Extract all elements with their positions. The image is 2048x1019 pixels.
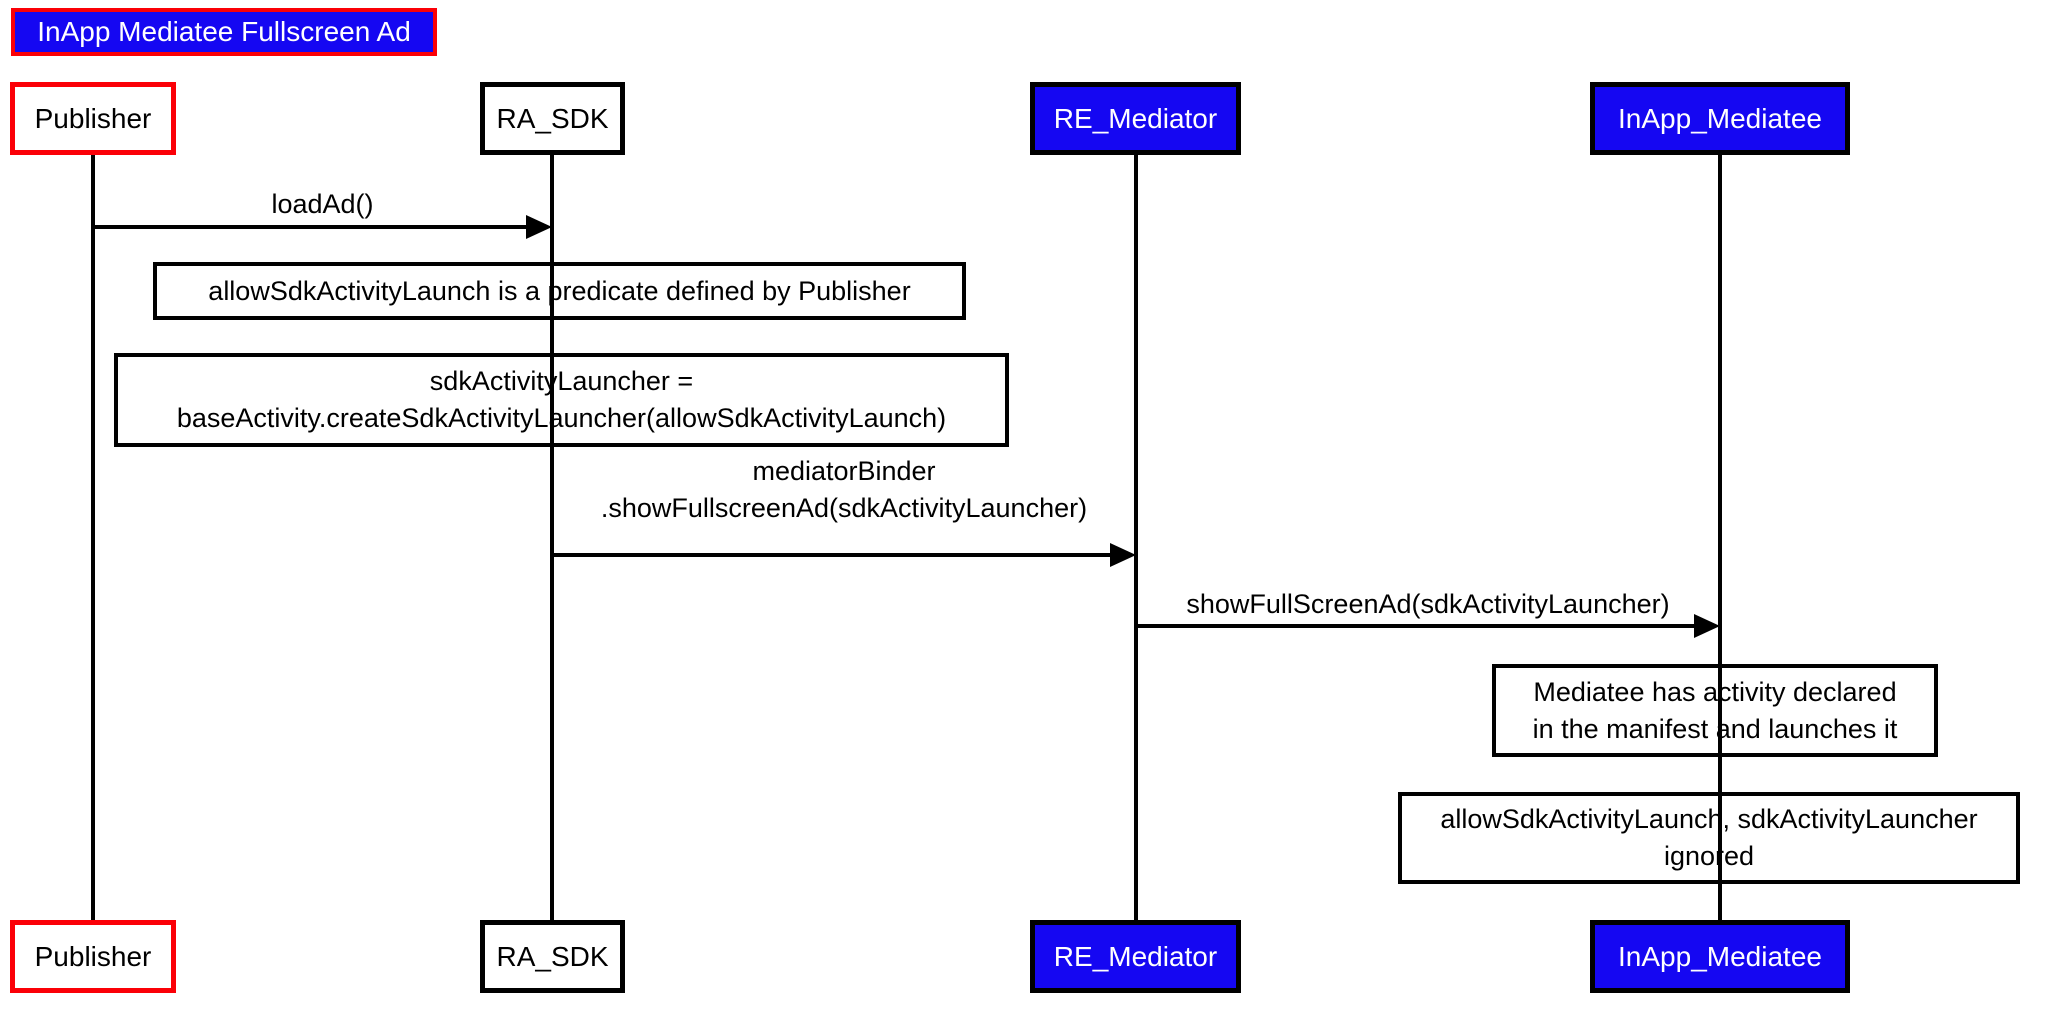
actor-label: Publisher: [34, 102, 152, 134]
actor-label: RE_Mediator: [1053, 102, 1218, 134]
message-arrow-line-show-fullscreen-ad: [552, 553, 1110, 557]
message-label-loadad: loadAd(): [93, 186, 552, 223]
message-label-line: mediatorBinder: [752, 456, 936, 486]
lifeline-re-mediator: [1134, 155, 1138, 920]
note-line: Mediatee has activity declared: [1533, 676, 1897, 707]
arrow-head-icon: [1694, 614, 1720, 638]
actor-top-inapp-mediatee: InApp_Mediatee: [1590, 82, 1850, 155]
actor-bottom-inapp-mediatee: InApp_Mediatee: [1590, 920, 1850, 993]
actor-top-re-mediator: RE_Mediator: [1030, 82, 1241, 155]
message-label-line: showFullScreenAd(sdkActivityLauncher): [1186, 589, 1670, 619]
arrow-head-icon: [526, 215, 552, 239]
lifeline-publisher: [91, 155, 95, 920]
actor-top-publisher: Publisher: [10, 82, 176, 155]
lifeline-ra-sdk: [550, 155, 554, 920]
actor-label: RA_SDK: [496, 102, 609, 134]
note-line: in the manifest and launches it: [1532, 713, 1898, 744]
actor-label: RA_SDK: [496, 940, 609, 972]
arrow-head-icon: [1110, 543, 1136, 567]
actor-label: InApp_Mediatee: [1618, 940, 1822, 972]
message-arrow-line-loadad: [93, 225, 526, 229]
actor-label: InApp_Mediatee: [1618, 102, 1822, 134]
note-line: allowSdkActivityLaunch is a predicate de…: [208, 275, 911, 306]
lifeline-inapp-mediatee: [1718, 155, 1722, 920]
message-label-show-full-screen-ad: showFullScreenAd(sdkActivityLauncher): [1136, 586, 1720, 623]
actor-label: Publisher: [34, 940, 152, 972]
message-label-line: loadAd(): [271, 189, 374, 219]
message-label-line: .showFullscreenAd(sdkActivityLauncher): [600, 493, 1088, 523]
note-line: allowSdkActivityLaunch, sdkActivityLaunc…: [1440, 804, 1978, 834]
actor-bottom-ra-sdk: RA_SDK: [480, 920, 625, 993]
actor-bottom-publisher: Publisher: [10, 920, 176, 993]
note-line: ignored: [1663, 841, 1755, 871]
note-line: sdkActivityLauncher =: [429, 366, 694, 396]
note-sdk-activity-launcher: sdkActivityLauncher = baseActivity.creat…: [114, 353, 1009, 447]
note-mediatee-activity: Mediatee has activity declared in the ma…: [1492, 664, 1938, 757]
note-line: baseActivity.createSdkActivityLauncher(a…: [176, 403, 947, 433]
actor-label: RE_Mediator: [1053, 940, 1218, 972]
actor-top-ra-sdk: RA_SDK: [480, 82, 625, 155]
diagram-title: InApp Mediatee Fullscreen Ad: [11, 8, 437, 56]
message-label-mediator-binder: mediatorBinder .showFullscreenAd(sdkActi…: [552, 453, 1136, 527]
message-arrow-line-show-full-screen-ad: [1136, 624, 1694, 628]
note-allow-sdk-activity-launch: allowSdkActivityLaunch is a predicate de…: [153, 262, 966, 320]
note-args-ignored: allowSdkActivityLaunch, sdkActivityLaunc…: [1398, 792, 2020, 884]
actor-bottom-re-mediator: RE_Mediator: [1030, 920, 1241, 993]
